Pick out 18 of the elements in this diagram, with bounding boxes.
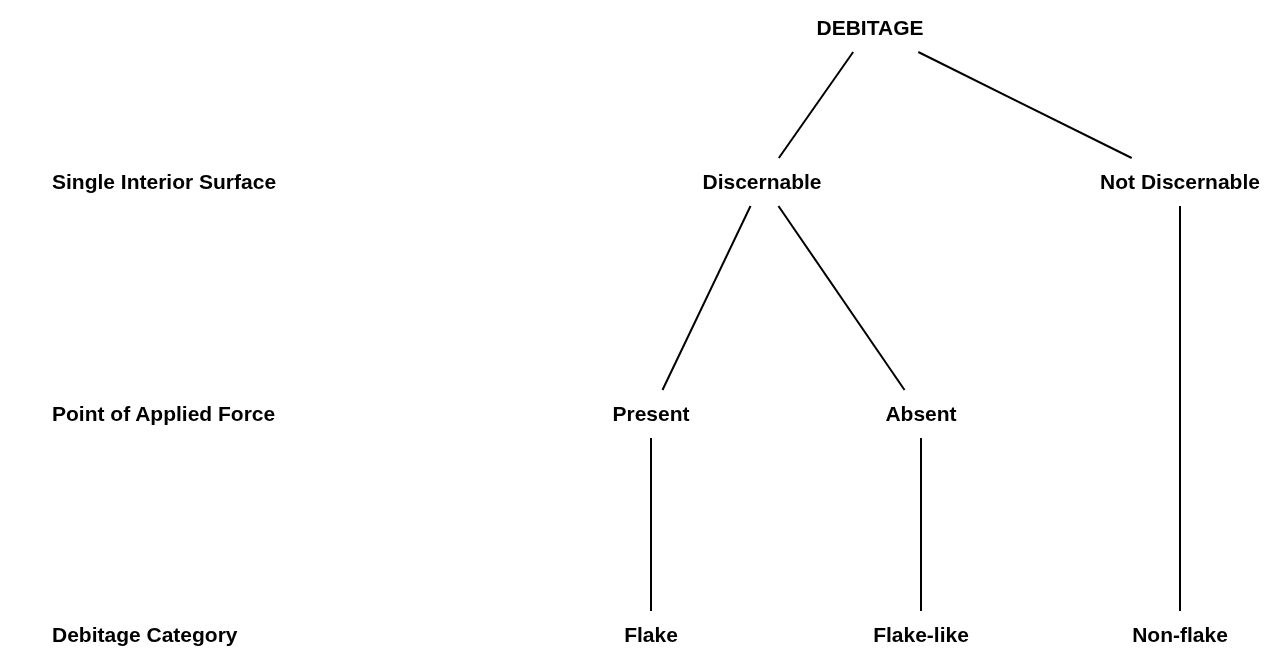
connector-line xyxy=(1179,205,1181,612)
category-label: Not Discernable xyxy=(1092,158,1266,206)
connector-line xyxy=(917,51,1133,159)
category-label: Present xyxy=(604,390,698,438)
category-label: Non-flake xyxy=(1124,611,1236,659)
category-label: Absent xyxy=(877,390,965,438)
category-label: Flake xyxy=(616,611,686,659)
level-label: Single Interior Surface xyxy=(52,170,277,194)
connector-line xyxy=(920,437,922,612)
level-label: Debitage Category xyxy=(52,623,238,647)
category-label: Flake-like xyxy=(865,611,977,659)
category-label: DEBITAGE xyxy=(808,4,932,52)
level-label: Point of Applied Force xyxy=(52,402,276,426)
connector-line xyxy=(777,51,855,159)
connector-line xyxy=(661,205,752,391)
connector-line xyxy=(777,205,906,391)
connector-line xyxy=(650,437,652,612)
category-label: Discernable xyxy=(694,158,830,206)
